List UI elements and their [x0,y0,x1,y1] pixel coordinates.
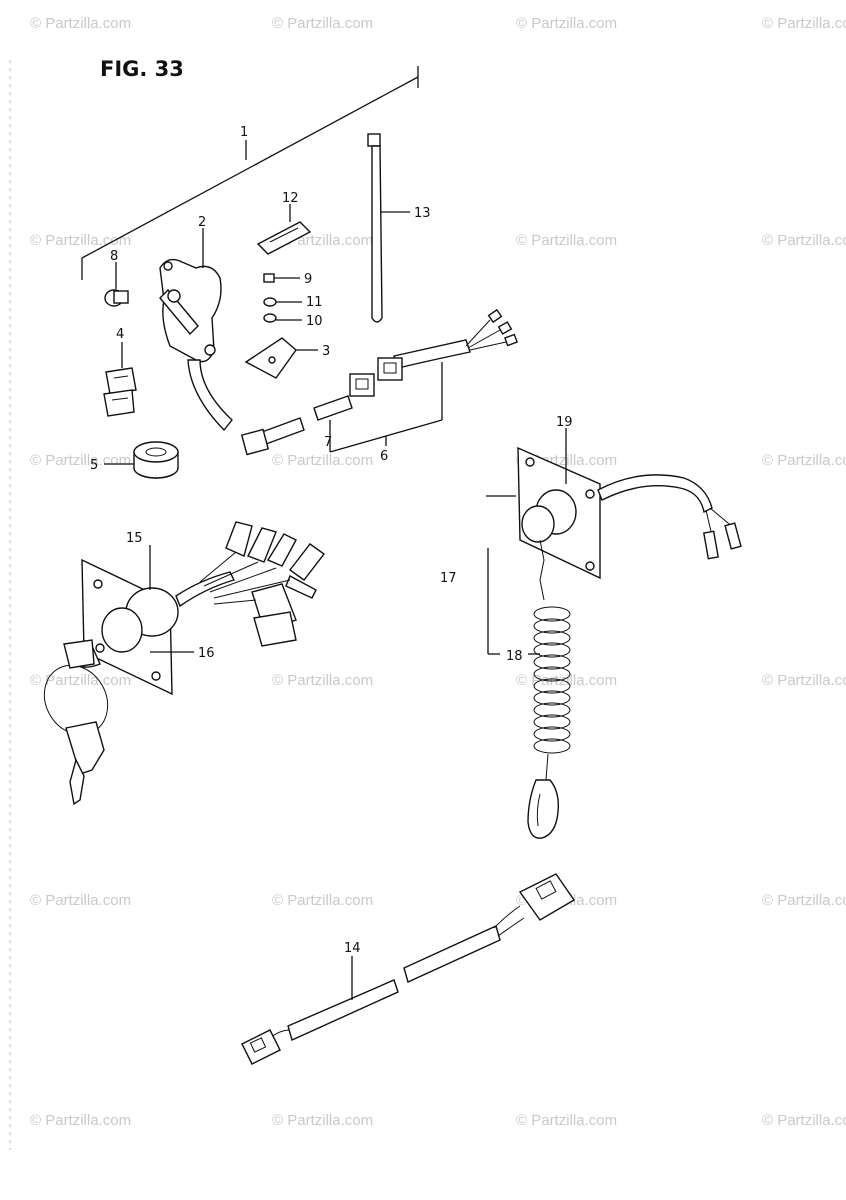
part-13-cable-tie [367,133,410,323]
watermark: © Partzilla.com [30,452,131,469]
callout-19: 19 [556,415,573,430]
watermark: © Partzilla.com [30,15,131,32]
watermark: © Partzilla.com [762,15,846,32]
watermark: © Partzilla.com [272,15,373,32]
callout-9: 9 [304,272,312,287]
part-14-extension-cable [241,873,576,1065]
callout-8: 8 [110,249,118,264]
callout-15: 15 [126,531,143,546]
watermark: © Partzilla.com [30,232,131,249]
part-9-screw [263,273,300,283]
watermark: © Partzilla.com [762,672,846,689]
callout-17-18-bracket [486,495,540,655]
part-4-clip [103,342,137,417]
callout-18: 18 [506,649,523,664]
watermark: © Partzilla.com [272,452,373,469]
part-15-leads [199,521,325,647]
figure-title: FIG. 33 [100,57,184,81]
watermark: © Partzilla.com [516,672,617,689]
callout-2: 2 [198,215,206,230]
watermark: © Partzilla.com [272,1112,373,1129]
watermark: © Partzilla.com [516,1112,617,1129]
part-8-bolt [104,262,129,307]
part-5-grommet [104,441,179,479]
callout-5: 5 [90,458,98,473]
callout-6: 6 [380,449,388,464]
callout-10: 10 [306,314,323,329]
callout-12: 12 [282,191,299,206]
watermark: © Partzilla.com [762,232,846,249]
watermark: © Partzilla.com [30,1112,131,1129]
callout-3: 3 [322,344,330,359]
key-ring [43,639,109,806]
callout-14: 14 [344,941,361,956]
callout-13: 13 [414,206,431,221]
callout-17: 17 [440,571,457,586]
callout-7: 7 [324,435,332,450]
callout-4: 4 [116,327,124,342]
watermark-layer: © Partzilla.com © Partzilla.com © Partzi… [30,15,846,1129]
callout-1: 1 [240,125,248,140]
part-10-washer [263,313,302,323]
callout-16: 16 [198,646,215,661]
watermark: © Partzilla.com [762,1112,846,1129]
watermark: © Partzilla.com [272,672,373,689]
watermark: © Partzilla.com [516,232,617,249]
watermark: © Partzilla.com [272,892,373,909]
callout-11: 11 [306,295,323,310]
part-6-harness [329,308,518,453]
part-19-stop-switch [517,428,742,580]
assembly-1-bracket [81,66,419,280]
watermark: © Partzilla.com [30,892,131,909]
part-12-plate [256,204,312,255]
part-7-tube [240,395,353,456]
part-11-washer [263,297,302,307]
part-18-lanyard [527,539,571,839]
watermark: © Partzilla.com [516,15,617,32]
part-3-bracket [244,337,318,379]
watermark: © Partzilla.com [762,452,846,469]
watermark: © Partzilla.com [30,672,131,689]
part-2-switch-body [159,228,233,432]
watermark: © Partzilla.com [762,892,846,909]
